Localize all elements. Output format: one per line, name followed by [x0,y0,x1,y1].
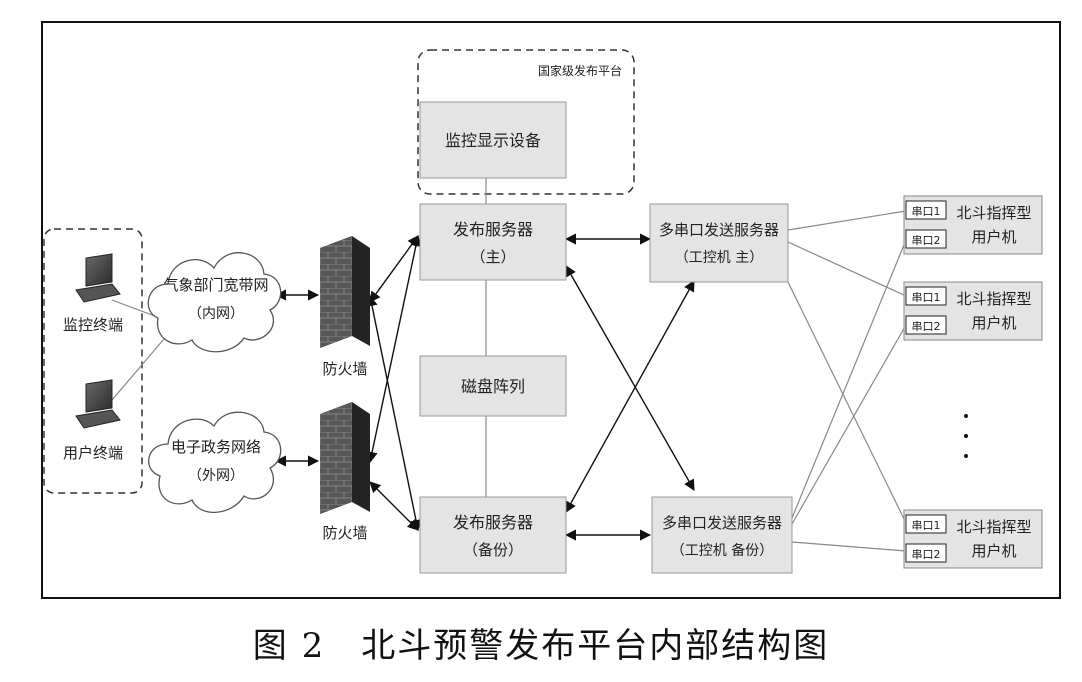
terminal-user-label: 用户终端 [63,444,123,462]
figure-caption: 图 2 北斗预警发布平台内部结构图 [252,626,830,666]
publish-server-backup: 发布服务器 （备份） [419,496,567,574]
cloud-intranet: 气象部门宽带网 （内网） [147,252,282,353]
monitor-display-label: 监控显示设备 [445,131,541,150]
beidou-machine-title: 北斗指挥型 [956,290,1031,308]
disk-array-box: 磁盘阵列 [419,355,567,417]
cloud-extranet-subtitle: （外网） [188,468,244,484]
cloud-extranet: 电子政务网络 （外网） [148,411,282,513]
firewall-top: 防火墙 [320,236,370,378]
serial-main-title: 多串口发送服务器 [659,221,779,239]
platform-label: 国家级发布平台 [538,63,622,78]
connector-lines [111,178,907,552]
serial-backup-title: 多串口发送服务器 [662,514,782,532]
serial-port-label: 串口2 [912,320,941,333]
serial-backup-subtitle: （工控机 备份） [671,542,773,559]
server-main-subtitle: （主） [470,248,515,266]
beidou-user-machine: 串口1 串口2 北斗指挥型 用户机 [903,509,1043,569]
beidou-machine-subtitle: 用户机 [971,314,1016,332]
beidou-user-machine: 串口1 串口2 北斗指挥型 用户机 [903,281,1043,341]
serial-port-label: 串口1 [912,291,941,304]
server-backup-subtitle: （备份） [463,541,523,559]
firewall-bottom-label: 防火墙 [322,524,367,542]
server-backup-title: 发布服务器 [453,513,533,532]
terminal-group [43,228,143,494]
laptop-icon: 监控终端 [63,253,123,334]
serial-port-label: 串口1 [912,519,941,532]
beidou-machine-title: 北斗指挥型 [956,518,1031,536]
laptop-icon: 用户终端 [63,379,123,462]
cloud-intranet-subtitle: （内网） [188,306,244,322]
serial-port-label: 串口1 [912,205,941,218]
serial-server-backup: 多串口发送服务器 （工控机 备份） [651,496,793,574]
cloud-extranet-title: 电子政务网络 [171,438,261,456]
beidou-machine-title: 北斗指挥型 [956,204,1031,222]
outer-frame [41,21,1061,599]
national-platform-group: 国家级发布平台 [417,49,635,195]
beidou-machine-subtitle: 用户机 [971,542,1016,560]
serial-main-subtitle: （工控机 主） [675,250,763,266]
arrow-lines [274,233,695,541]
firewall-bottom: 防火墙 [320,402,370,542]
publish-server-main: 发布服务器 （主） [419,203,567,281]
beidou-user-machine: 串口1 串口2 北斗指挥型 用户机 [903,195,1043,255]
monitor-display-box: 监控显示设备 [419,101,567,179]
server-main-title: 发布服务器 [453,220,533,239]
serial-port-label: 串口2 [912,548,941,561]
beidou-machine-subtitle: 用户机 [971,228,1016,246]
terminal-monitor-label: 监控终端 [63,316,123,334]
disk-array-label: 磁盘阵列 [461,377,525,396]
firewall-top-label: 防火墙 [322,360,367,378]
ellipsis-dots [964,414,968,458]
serial-server-main: 多串口发送服务器 （工控机 主） [649,203,789,283]
cloud-intranet-title: 气象部门宽带网 [163,276,268,294]
serial-port-label: 串口2 [912,234,941,247]
architecture-diagram: 国家级发布平台 监控显示设备 发布服务器 （主） [41,21,1061,599]
